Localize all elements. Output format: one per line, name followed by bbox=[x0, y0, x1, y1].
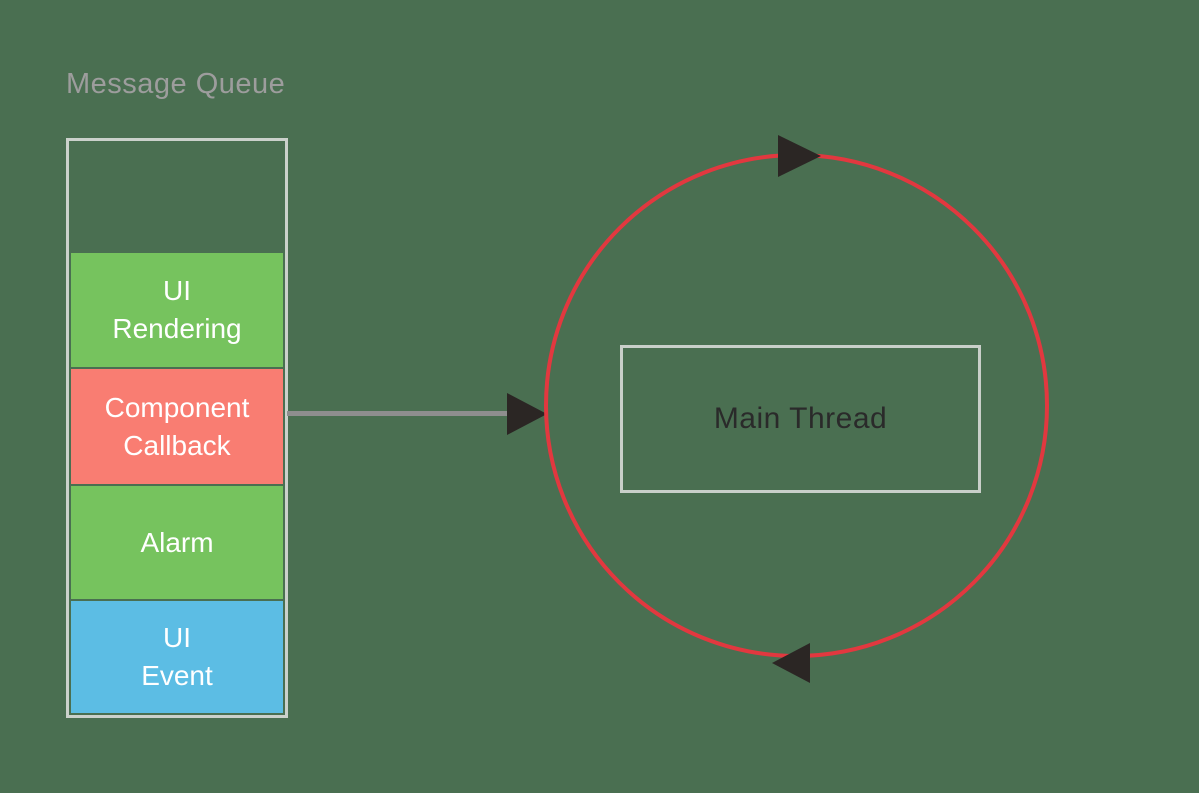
connector-arrowhead-icon bbox=[507, 393, 547, 435]
queue-empty-slot bbox=[71, 143, 283, 251]
queue-item-ui-rendering: UI Rendering bbox=[71, 253, 283, 367]
queue-item-component-callback: Component Callback bbox=[71, 369, 283, 484]
queue-item-alarm: Alarm bbox=[71, 486, 283, 599]
loop-clockwise-arrow-top-icon bbox=[778, 135, 821, 177]
loop-clockwise-arrow-bottom-icon bbox=[772, 643, 810, 683]
message-queue-container: UI Rendering Component Callback Alarm UI… bbox=[66, 138, 288, 718]
queue-item-ui-event: UI Event bbox=[71, 601, 283, 713]
main-thread-label: Main Thread bbox=[713, 402, 888, 435]
main-thread-box: Main Thread bbox=[620, 345, 981, 493]
queue-to-loop-connector-line bbox=[287, 411, 509, 416]
message-queue-title: Message Queue bbox=[66, 68, 286, 100]
